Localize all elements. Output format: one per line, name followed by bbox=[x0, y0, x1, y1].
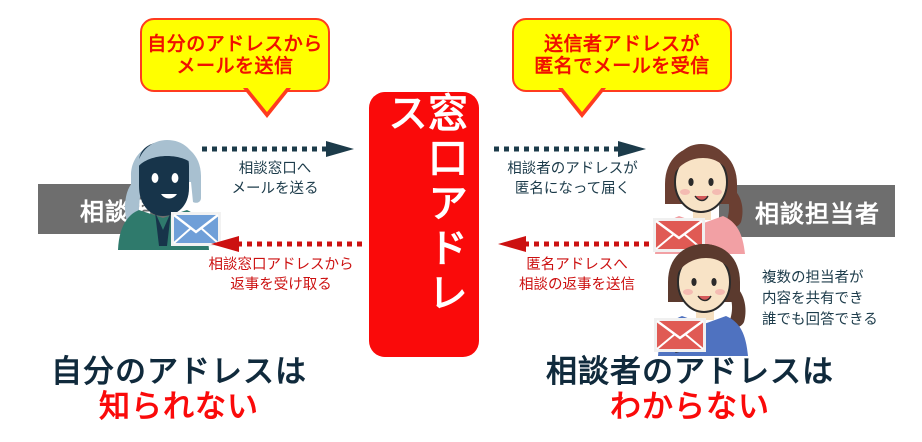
consulter-avatar bbox=[118, 140, 221, 250]
arrow-left-inbound bbox=[205, 235, 365, 253]
responder-side-note: 複数の担当者が 内容を共有でき 誰でも回答できる bbox=[762, 268, 878, 331]
responder-avatar-2 bbox=[654, 244, 748, 356]
arrow-left-outbound-line2: メールを送る bbox=[231, 180, 319, 197]
arrow-right-outbound-line1: 匿名アドレスへ bbox=[526, 257, 628, 273]
callout-left: 自分のアドレスから メールを送信 bbox=[140, 18, 330, 118]
arrow-left-outbound-label: 相談窓口へ メールを送る bbox=[200, 160, 350, 199]
arrow-right-outbound bbox=[492, 235, 652, 253]
arrow-left-inbound-line2: 返事を受け取る bbox=[230, 276, 332, 293]
side-note-line1: 複数の担当者が bbox=[762, 270, 864, 286]
callout-left-line2: メールを送信 bbox=[176, 55, 294, 77]
red-envelope-icon bbox=[654, 318, 706, 352]
arrow-right-outbound-line2: 相談の返事を送信 bbox=[519, 276, 635, 293]
callout-right: 送信者アドレスが 匿名でメールを受信 bbox=[512, 18, 732, 118]
conclusion-right-top: 相談者のアドレスは bbox=[546, 354, 834, 390]
conclusion-right: 相談者のアドレスは わからない bbox=[520, 355, 860, 424]
arrow-left-outbound-line1: 相談窓口へ bbox=[238, 161, 312, 177]
center-panel-label: 窓口アドレス bbox=[381, 92, 467, 317]
arrow-right-inbound bbox=[492, 140, 652, 158]
arrow-right-inbound-line2: 匿名になって届く bbox=[514, 180, 631, 197]
side-note-line3: 誰でも回答できる bbox=[762, 312, 878, 329]
conclusion-right-bottom: わからない bbox=[610, 388, 770, 425]
arrow-right-inbound-label: 相談者のアドレスが 匿名になって届く bbox=[490, 160, 655, 199]
responder-avatar-1 bbox=[653, 144, 745, 254]
conclusion-left-bottom: 知られない bbox=[99, 388, 259, 425]
arrow-right-inbound-line1: 相談者のアドレスが bbox=[507, 161, 638, 177]
nameplate-responder: 相談担当者 bbox=[719, 185, 895, 237]
blue-envelope-icon bbox=[171, 212, 221, 246]
side-note-line2: 内容を共有でき bbox=[762, 291, 864, 308]
conclusion-left: 自分のアドレスは 知られない bbox=[26, 355, 332, 424]
nameplate-responder-label: 相談担当者 bbox=[755, 199, 880, 228]
callout-right-line2: 匿名でメールを受信 bbox=[534, 55, 710, 77]
callout-left-line1: 自分のアドレスから bbox=[147, 32, 323, 55]
conclusion-left-top: 自分のアドレスは bbox=[51, 354, 307, 390]
arrow-left-inbound-label: 相談窓口アドレスから 返事を受け取る bbox=[196, 256, 366, 295]
arrow-left-outbound bbox=[200, 140, 360, 158]
center-address-panel: 窓口アドレス bbox=[369, 92, 479, 357]
arrow-right-outbound-label: 匿名アドレスへ 相談の返事を送信 bbox=[497, 256, 657, 295]
red-envelope-icon bbox=[653, 218, 705, 252]
arrow-left-inbound-line1: 相談窓口アドレスから bbox=[208, 257, 354, 273]
callout-right-line1: 送信者アドレスが bbox=[543, 32, 700, 55]
